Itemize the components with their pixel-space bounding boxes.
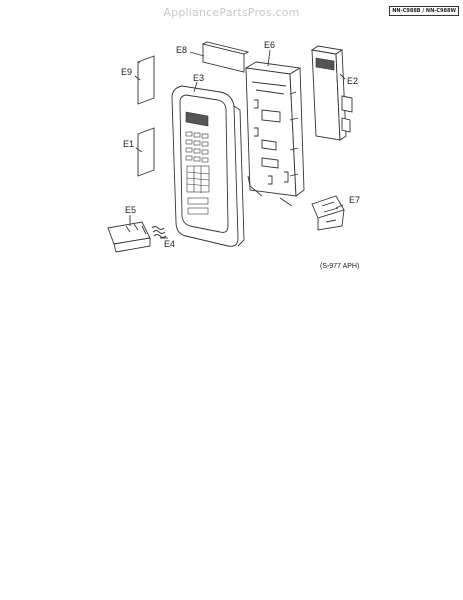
part-e9-film[interactable] bbox=[137, 55, 155, 105]
part-e7-latch[interactable] bbox=[311, 195, 345, 231]
part-e4-spring[interactable] bbox=[151, 226, 167, 238]
label-e2: E2 bbox=[347, 76, 358, 86]
diagram-code: (S-977 APH) bbox=[320, 263, 359, 270]
leader-lines bbox=[129, 49, 346, 239]
label-e1: E1 bbox=[123, 139, 134, 149]
label-e3: E3 bbox=[193, 73, 204, 83]
part-e3-control-panel[interactable] bbox=[171, 85, 245, 247]
label-e6: E6 bbox=[264, 40, 275, 50]
label-e4: E4 bbox=[164, 239, 175, 249]
label-e8: E8 bbox=[176, 45, 187, 55]
label-e5: E5 bbox=[125, 205, 136, 215]
keypad-buttons bbox=[185, 131, 210, 215]
label-e9: E9 bbox=[121, 67, 132, 77]
part-e1-film[interactable] bbox=[137, 127, 155, 177]
part-e8-plate[interactable] bbox=[201, 41, 250, 73]
site-watermark: AppliancePartsPros.com bbox=[163, 6, 300, 19]
part-e5-door-button[interactable] bbox=[107, 221, 151, 253]
part-e6-circuit-frame[interactable] bbox=[244, 61, 305, 207]
part-e2-board[interactable] bbox=[310, 45, 353, 141]
label-e7: E7 bbox=[349, 195, 360, 205]
model-number-box: NN-C988B / NN-C988W bbox=[389, 6, 459, 16]
